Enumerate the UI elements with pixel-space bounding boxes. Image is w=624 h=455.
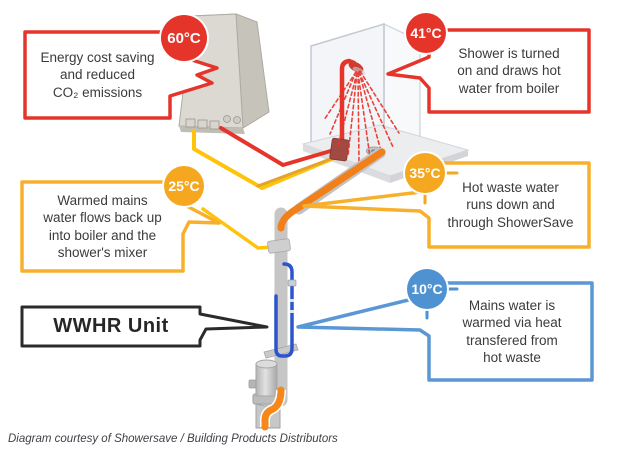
temp-badge-35c: 35°C	[405, 153, 445, 193]
temp-badge-60c: 60°C	[161, 15, 207, 61]
waste-outlet-bend	[261, 386, 285, 431]
shower-mixer	[329, 137, 350, 162]
hot-water-pipe	[219, 58, 357, 167]
badge-connectors	[423, 171, 459, 320]
boiler-fittings	[185, 115, 241, 130]
temp-badge-25c: 25°C	[164, 166, 204, 206]
temp-badge-10c: 10°C	[407, 269, 447, 309]
cold-mains-pipe	[274, 262, 297, 358]
temp-badge-41c: 41°C	[406, 13, 446, 53]
pipe-fittings	[263, 238, 299, 359]
wwhr-callout-box	[20, 305, 269, 348]
diagram-caption: Diagram courtesy of Showersave / Buildin…	[8, 433, 338, 445]
shower-spray	[323, 70, 400, 165]
shower-riser-pipe	[339, 58, 357, 153]
waste-pipe	[274, 147, 386, 407]
